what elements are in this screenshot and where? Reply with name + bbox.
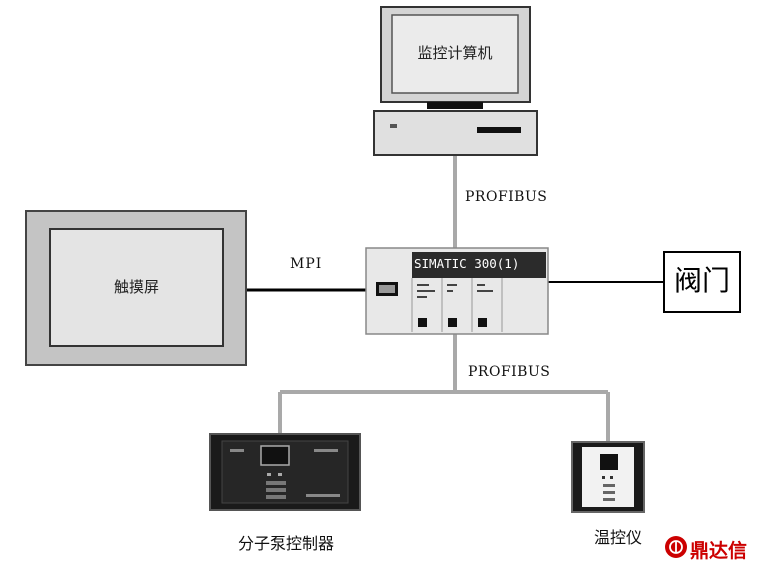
molecular-pump-controller-label: 分子泵控制器 xyxy=(237,534,334,553)
connection-lines xyxy=(246,156,664,442)
temperature-controller xyxy=(571,441,645,513)
pump-controller-led-1 xyxy=(267,473,271,476)
watermark-text: 鼎达信 xyxy=(690,540,748,562)
valve-label: 阀门 xyxy=(673,264,730,297)
pump-controller-display xyxy=(260,445,290,466)
pump-controller-led-2 xyxy=(278,473,282,476)
plc-port-1 xyxy=(418,318,427,327)
plc-cp2-mark-2 xyxy=(477,290,493,292)
plc-cpu-mark-3 xyxy=(417,296,427,298)
profibus-bottom-label: PROFIBUS xyxy=(468,364,551,380)
monitor-computer xyxy=(373,6,538,156)
touch-screen-display xyxy=(49,228,224,347)
pump-controller-key-1 xyxy=(266,481,286,485)
pump-controller-mark-3 xyxy=(306,494,340,497)
plc-cp-mark-1 xyxy=(447,284,457,286)
pump-controller-key-2 xyxy=(266,488,286,492)
plc-cp2-mark-1 xyxy=(477,284,485,286)
temperature-controller-label: 温控仪 xyxy=(594,528,643,547)
plc-cp-mark-2 xyxy=(447,290,453,292)
temp-controller-display xyxy=(600,454,618,470)
plc-simatic xyxy=(365,247,549,335)
plc-port-3 xyxy=(478,318,487,327)
plc-title: SIMATIC 300(1) xyxy=(414,256,520,271)
plc-port-2 xyxy=(448,318,457,327)
temp-controller-key-2 xyxy=(603,491,615,494)
watermark-logo xyxy=(665,536,687,558)
plc-cpu-mark-2 xyxy=(417,290,435,292)
power-indicator xyxy=(390,124,397,128)
valve-box xyxy=(663,251,741,313)
molecular-pump-controller xyxy=(209,433,361,511)
temp-controller-led-1 xyxy=(602,476,605,479)
pump-controller-key-3 xyxy=(266,495,286,499)
drive-slot xyxy=(477,127,521,133)
temp-controller-led-2 xyxy=(610,476,613,479)
pump-controller-mark-2 xyxy=(314,449,338,452)
temp-controller-key-3 xyxy=(603,498,615,501)
profibus-top-label: PROFIBUS xyxy=(465,189,548,205)
touch-screen xyxy=(25,210,247,366)
monitor-stand xyxy=(427,102,483,109)
plc-cpu-mark-1 xyxy=(417,284,429,286)
touch-screen-label: 触摸屏 xyxy=(113,278,159,296)
monitor-computer-label: 监控计算机 xyxy=(417,44,493,62)
pump-controller-mark-1 xyxy=(230,449,244,452)
plc-power-module-inner xyxy=(379,285,395,293)
mpi-label: MPI xyxy=(290,256,323,272)
plc-title-strip xyxy=(412,252,546,278)
temp-controller-key-1 xyxy=(603,484,615,487)
monitor-screen xyxy=(391,14,519,94)
